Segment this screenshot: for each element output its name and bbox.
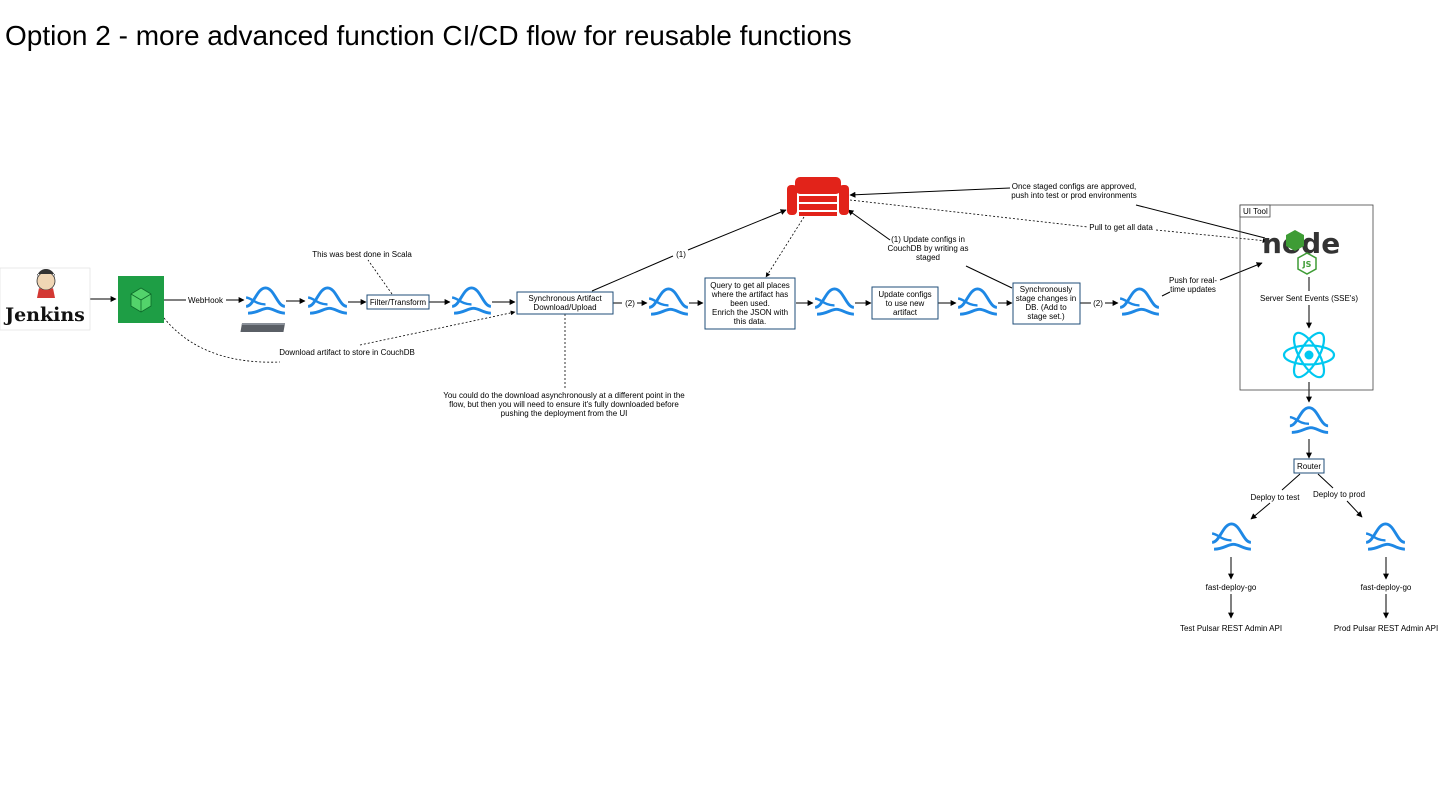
svg-text:(1) Update configs in: (1) Update configs in bbox=[891, 235, 965, 244]
router-box: Router bbox=[1293, 458, 1325, 474]
edge-step1-couch bbox=[687, 209, 787, 251]
scala-note: This was best done in Scala bbox=[312, 250, 412, 259]
svg-text:time updates: time updates bbox=[1170, 285, 1216, 294]
svg-text:stage set.): stage set.) bbox=[1027, 312, 1065, 321]
download-note: Download artifact to store in CouchDB bbox=[279, 348, 415, 357]
async-note: You could do the download asynchronously… bbox=[443, 391, 685, 418]
svg-text:Synchronous Artifact: Synchronous Artifact bbox=[528, 294, 602, 303]
edge-router-deploytest bbox=[1281, 473, 1301, 491]
update-couch-note: (1) Update configs in CouchDB by writing… bbox=[888, 235, 969, 262]
edge-pushlabel-node bbox=[1219, 262, 1263, 281]
deploy-prod-label: Deploy to prod bbox=[1313, 490, 1365, 499]
ui-tool-container: UI Tool bbox=[1239, 204, 1374, 391]
svg-text:Update configs: Update configs bbox=[878, 290, 931, 299]
jenkins-wordmark: Jenkins bbox=[3, 304, 85, 326]
fast-deploy-go-test: fast-deploy-go bbox=[1206, 583, 1257, 592]
svg-text:Enrich the JSON with: Enrich the JSON with bbox=[712, 308, 788, 317]
svg-text:this data.: this data. bbox=[734, 317, 766, 326]
edge-stage-updatecouch bbox=[965, 265, 1013, 289]
edge-router-deployprod bbox=[1317, 473, 1334, 489]
svg-text:Download/Upload: Download/Upload bbox=[533, 303, 596, 312]
push-realtime-label: Push for real- time updates bbox=[1169, 276, 1217, 294]
pulsar-icon-7 bbox=[1118, 287, 1161, 316]
ui-tool-label: UI Tool bbox=[1243, 207, 1268, 216]
svg-text:Query to get all places: Query to get all places bbox=[710, 281, 790, 290]
fast-deploy-go-prod: fast-deploy-go bbox=[1361, 583, 1412, 592]
filter-transform-box: Filter/Transform bbox=[366, 294, 430, 310]
svg-text:where the artifact has: where the artifact has bbox=[711, 290, 788, 299]
test-pulsar-api-label: Test Pulsar REST Admin API bbox=[1180, 624, 1282, 633]
edge-couch-pull bbox=[849, 199, 1089, 228]
pull-label: Pull to get all data bbox=[1089, 223, 1153, 232]
pulsar-icon-10 bbox=[1364, 522, 1407, 551]
update-configs-box: Update configs to use new artifact bbox=[871, 286, 939, 320]
edge-updatecouch-couch bbox=[847, 209, 891, 241]
svg-text:Once staged configs are approv: Once staged configs are approved, bbox=[1012, 182, 1137, 191]
cube-icon bbox=[118, 276, 164, 323]
edge-pull-node bbox=[1155, 229, 1268, 243]
deploy-test-label: Deploy to test bbox=[1251, 493, 1301, 502]
svg-text:pushing the deployment from th: pushing the deployment from the UI bbox=[501, 409, 628, 418]
edge-approved-couch bbox=[849, 187, 1011, 198]
pulsar-icon-9 bbox=[1210, 522, 1253, 551]
edge-download-sync bbox=[359, 310, 516, 346]
couchdb-icon bbox=[787, 177, 849, 216]
query-box: Query to get all places where the artifa… bbox=[704, 277, 796, 330]
edge-p7-pushlabel bbox=[1161, 291, 1171, 297]
pulsar-icon-3 bbox=[450, 286, 493, 315]
nodejs-js-badge: JS bbox=[1302, 260, 1312, 269]
svg-text:flow, but then you will need t: flow, but then you will need to ensure i… bbox=[449, 400, 679, 409]
svg-text:You could do the download asyn: You could do the download asynchronously… bbox=[443, 391, 685, 400]
svg-text:Router: Router bbox=[1297, 462, 1321, 471]
step-1-label: (1) bbox=[676, 250, 686, 259]
sync-artifact-box: Synchronous Artifact Download/Upload bbox=[516, 291, 614, 315]
pulsar-icon-6 bbox=[956, 287, 999, 316]
pulsar-icon-8 bbox=[1288, 406, 1330, 434]
svg-text:to use new: to use new bbox=[886, 299, 925, 308]
svg-text:Synchronously: Synchronously bbox=[1020, 285, 1072, 294]
edge-deployprod-p10 bbox=[1346, 500, 1363, 518]
storage-bar-icon bbox=[240, 323, 286, 332]
svg-text:Filter/Transform: Filter/Transform bbox=[370, 298, 426, 307]
edge-sync-step1 bbox=[591, 255, 674, 292]
svg-text:CouchDB by writing as: CouchDB by writing as bbox=[888, 244, 969, 253]
edge-couch-query bbox=[765, 216, 805, 278]
svg-text:staged: staged bbox=[916, 253, 940, 262]
svg-text:Push for real-: Push for real- bbox=[1169, 276, 1217, 285]
pulsar-icon-2 bbox=[306, 286, 349, 315]
step-2-label-a: (2) bbox=[625, 299, 635, 308]
stage-changes-box: Synchronously stage changes in DB. (Add … bbox=[1012, 282, 1081, 325]
svg-text:artifact: artifact bbox=[893, 308, 918, 317]
jenkins-logo: Jenkins bbox=[0, 267, 91, 331]
approved-note: Once staged configs are approved, push i… bbox=[1011, 182, 1136, 200]
nodejs-logo: node JS bbox=[1262, 227, 1340, 275]
page-title: Option 2 - more advanced function CI/CD … bbox=[5, 20, 852, 51]
svg-text:push into test or prod environ: push into test or prod environments bbox=[1011, 191, 1136, 200]
edge-scala-note bbox=[367, 259, 393, 295]
svg-text:been used.: been used. bbox=[730, 299, 770, 308]
pulsar-icon-1 bbox=[244, 286, 287, 315]
react-icon bbox=[1282, 331, 1336, 379]
pulsar-icon-4 bbox=[647, 287, 690, 316]
sse-label: Server Sent Events (SSE's) bbox=[1260, 294, 1358, 303]
svg-text:DB. (Add to: DB. (Add to bbox=[1025, 303, 1067, 312]
prod-pulsar-api-label: Prod Pulsar REST Admin API bbox=[1334, 624, 1438, 633]
svg-text:stage changes in: stage changes in bbox=[1016, 294, 1077, 303]
step-2-label-b: (2) bbox=[1093, 299, 1103, 308]
pulsar-icon-5 bbox=[813, 287, 856, 316]
edge-node-approved bbox=[1135, 204, 1266, 239]
webhook-label: WebHook bbox=[188, 296, 224, 305]
edge-deploytest-p9 bbox=[1250, 502, 1271, 520]
edge-cube-download bbox=[163, 317, 281, 363]
